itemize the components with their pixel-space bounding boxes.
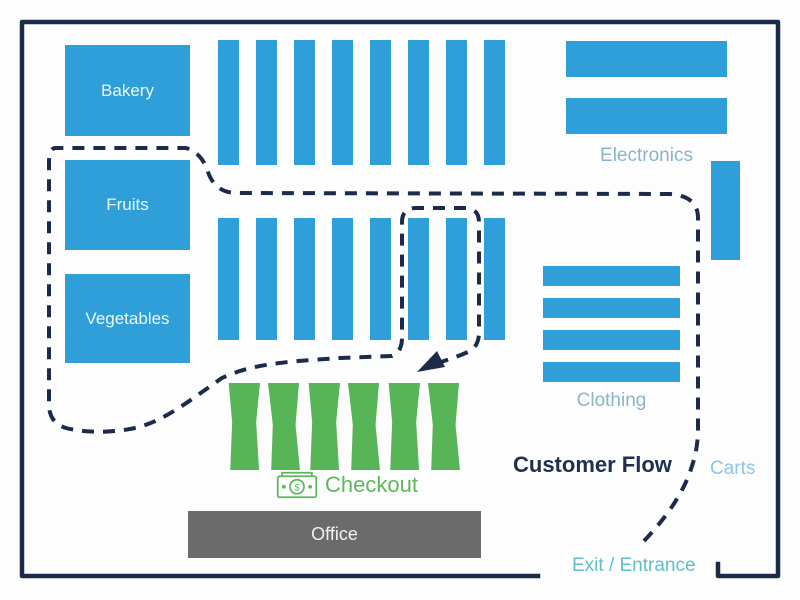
clothing-rack [543, 266, 680, 286]
diagram-title: Customer Flow [513, 452, 672, 477]
clothing-rack [543, 298, 680, 318]
svg-text:$: $ [294, 482, 300, 493]
office-label: Office [311, 524, 358, 544]
exit-entrance-label: Exit / Entrance [572, 555, 696, 576]
office-area: Office [188, 511, 481, 558]
checkout-lane [348, 383, 380, 470]
aisle-shelf [256, 218, 277, 340]
aisle-shelf [256, 40, 277, 165]
aisle-shelf [332, 218, 353, 340]
aisle-shelf [370, 40, 391, 165]
aisle-shelf [332, 40, 353, 165]
checkout-lane [428, 383, 460, 470]
vegetables-label: Vegetables [85, 308, 170, 328]
clothing-label: Clothing [576, 390, 647, 411]
aisle-shelf [370, 218, 391, 340]
aisle-shelf [218, 40, 239, 165]
carts-shelf [711, 161, 740, 260]
checkout-label: Checkout [325, 472, 418, 497]
aisle-shelf [484, 218, 505, 340]
checkout-lane [388, 383, 420, 470]
bakery-area: Bakery [65, 45, 190, 136]
checkout-lane [228, 383, 260, 470]
clothing-racks [543, 266, 680, 382]
carts-bay [711, 161, 740, 260]
middle-aisle-shelves [218, 218, 505, 340]
carts-label: Carts [710, 458, 756, 479]
fruits-area: Fruits [65, 160, 190, 250]
clothing-rack [543, 330, 680, 350]
clothing-rack [543, 362, 680, 382]
arrowhead-icon [417, 351, 445, 372]
aisle-shelf [218, 218, 239, 340]
electronics-shelf [566, 41, 727, 77]
aisle-shelf [408, 218, 429, 340]
fruits-label: Fruits [106, 195, 149, 214]
aisle-shelf [408, 40, 429, 165]
electronics-shelves [566, 41, 727, 134]
checkout-lane [308, 383, 340, 470]
aisle-shelf [294, 218, 315, 340]
aisle-shelf [484, 40, 505, 165]
checkout-lane [268, 383, 300, 470]
aisle-shelf [446, 218, 467, 340]
cash-icon: $ [276, 471, 318, 499]
bakery-label: Bakery [101, 80, 154, 100]
checkout-lanes [228, 383, 460, 470]
aisle-shelf [446, 40, 467, 165]
aisle-shelf [294, 40, 315, 165]
top-aisle-shelves [218, 40, 505, 165]
checkout-caption: $ Checkout [276, 470, 418, 500]
electronics-shelf [566, 98, 727, 134]
vegetables-area: Vegetables [65, 274, 190, 363]
electronics-label: Electronics [600, 145, 693, 166]
